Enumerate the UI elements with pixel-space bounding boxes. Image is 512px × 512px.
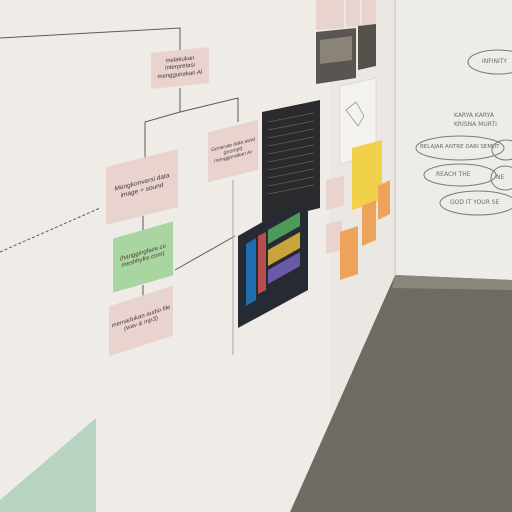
top-card-a [316, 0, 344, 30]
orange-note-3 [378, 180, 390, 220]
orange-note-1 [340, 226, 358, 280]
screenshot-dark-text [262, 100, 320, 222]
mural-caption-karya: KARYA KARYA [454, 112, 494, 119]
card-interpretasi-ai: melakukan interpretasi menggunakan AI [151, 46, 209, 90]
green-panel [0, 418, 96, 512]
mural-ne: NE [496, 174, 505, 181]
flowchart-lines [0, 27, 239, 355]
pink-note-1 [326, 176, 344, 210]
back-wall [395, 0, 512, 290]
mural-reach: REACH THE [436, 171, 471, 178]
orange-note-2 [362, 200, 376, 246]
mural-bubbles [415, 49, 512, 216]
pink-note-2 [326, 220, 342, 254]
mural-belajar: BELAJAR ANTRE DARI SEMUT [420, 144, 500, 150]
mural-god: GOD IT YOUR SE [450, 199, 500, 206]
yellow-note [352, 140, 382, 210]
floor [290, 275, 512, 512]
mural-caption-krisna: KRISNA MURTI [454, 121, 497, 128]
mural-infinity: INFINITY [482, 58, 508, 65]
